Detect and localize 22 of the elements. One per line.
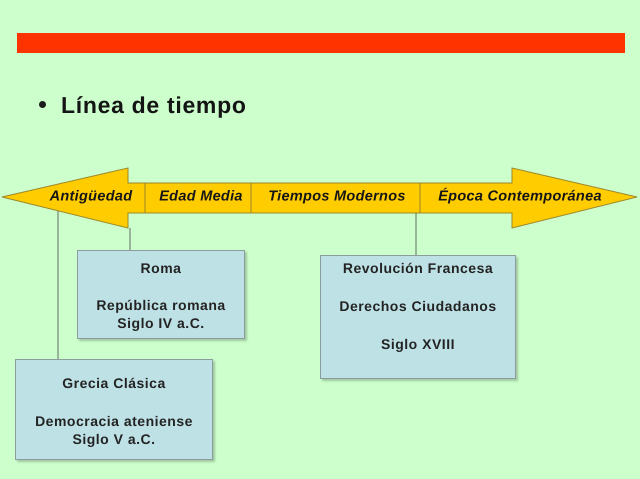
event-description: República romana Siglo IV a.C.: [95, 296, 227, 332]
period-label: Antigüedad: [50, 188, 132, 206]
period-label: Tiempos Modernos: [268, 188, 406, 206]
period-segment: [251, 183, 420, 214]
connector-line: [129, 228, 131, 250]
title: Línea de tiempo: [61, 91, 247, 119]
event-title: Grecia Clásica: [62, 374, 166, 392]
connector-line: [415, 213, 417, 255]
event-title: Roma: [140, 259, 182, 277]
event-title: Revolución Francesa: [342, 259, 494, 277]
period-segment: [420, 167, 640, 229]
event-box: [320, 255, 516, 379]
event-box: [77, 250, 245, 339]
connector-line: [57, 211, 59, 359]
period-segment: [145, 183, 251, 214]
event-description: Siglo XVIII: [381, 335, 455, 353]
event-description: Democracia ateniense Siglo V a.C.: [34, 412, 194, 448]
period-label: Edad Media: [159, 188, 243, 206]
period-label: Época Contemporánea: [438, 188, 602, 206]
period-segment: [0, 167, 146, 229]
event-box: [15, 359, 213, 460]
event-description: Derechos Ciudadanos: [339, 297, 497, 315]
